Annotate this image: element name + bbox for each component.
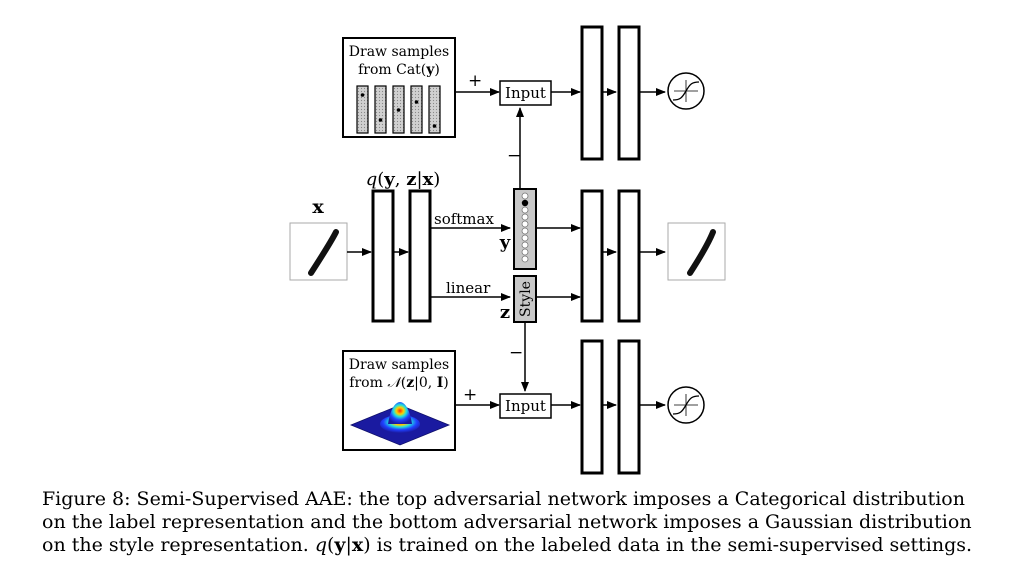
gaussian-sample-box: Draw samples from 𝒩(z|0, I) xyxy=(342,350,456,451)
x-label: x xyxy=(312,196,324,218)
figure-caption: Figure 8: Semi-Supervised AAE: the top a… xyxy=(42,488,987,557)
caption-close-paren: ) xyxy=(363,534,371,556)
aae-diagram: Draw samples from Cat(y) + Input xyxy=(289,25,726,475)
caption-y: y xyxy=(334,534,346,556)
decoder-layer-2 xyxy=(617,189,641,323)
z-label: z xyxy=(500,302,510,323)
sigmoid-icon-bottom xyxy=(667,386,705,424)
style-label: Style xyxy=(518,281,534,317)
plus-sign-top: + xyxy=(468,71,482,91)
categorical-sample-box: Draw samples from Cat(y) xyxy=(342,37,456,138)
input-box-top: Input xyxy=(499,80,552,106)
y-latent-vector xyxy=(513,188,537,270)
one-hot-samples xyxy=(356,85,441,134)
cat-box-line1: Draw samples xyxy=(349,44,449,60)
caption-tail: is trained on the labeled data in the se… xyxy=(370,534,973,556)
gaussian-surface-plot xyxy=(349,402,451,446)
decoder-layer-1 xyxy=(580,189,604,323)
bottom-discriminator-layer-2 xyxy=(617,339,641,475)
encoder-layer-2 xyxy=(408,189,432,323)
caption-q: q xyxy=(314,534,327,556)
input-label-top: Input xyxy=(505,84,546,102)
top-discriminator-layer-2 xyxy=(617,25,641,161)
encoder-label: q(y, z|x) xyxy=(366,169,441,190)
gauss-box-line1: Draw samples xyxy=(349,357,449,373)
caption-x: x xyxy=(351,534,364,556)
y-label: y xyxy=(499,232,511,253)
encoder-layer-1 xyxy=(371,189,395,323)
minus-sign-bottom: − xyxy=(509,343,523,363)
plus-sign-bottom: + xyxy=(463,385,477,405)
minus-sign-top: − xyxy=(507,146,521,166)
sigmoid-icon-top xyxy=(667,72,705,110)
input-label-bottom: Input xyxy=(505,397,546,415)
gauss-box-line2: from 𝒩(z|0, I) xyxy=(349,375,448,391)
input-digit-image xyxy=(289,222,348,281)
caption-lead: Figure 8: Semi-Supervised AAE: the top a… xyxy=(42,488,972,556)
bottom-discriminator-layer-1 xyxy=(580,339,604,475)
top-discriminator-layer-1 xyxy=(580,25,604,161)
caption-bar: | xyxy=(345,534,352,556)
input-box-bottom: Input xyxy=(499,393,552,419)
reconstructed-digit-image xyxy=(667,222,726,281)
linear-label: linear xyxy=(446,279,491,297)
cat-box-line2: from Cat(y) xyxy=(358,62,440,78)
caption-open-paren: ( xyxy=(327,534,335,556)
softmax-label: softmax xyxy=(434,210,494,228)
z-style-vector: Style xyxy=(513,275,537,323)
